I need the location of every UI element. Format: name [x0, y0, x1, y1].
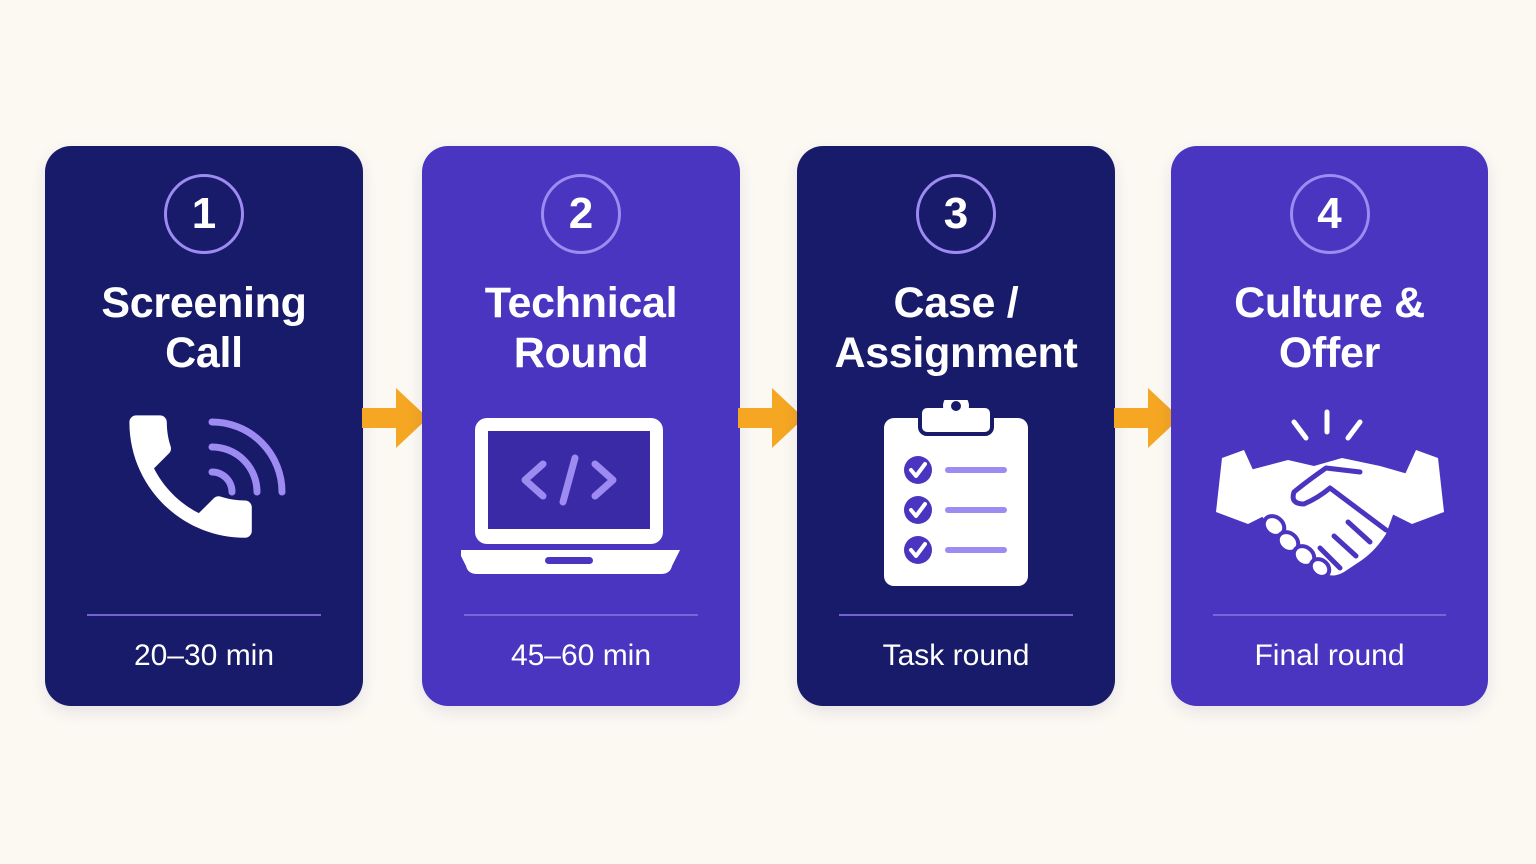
step-card-technical-round: 2 Technical Round 45–60 min [422, 146, 740, 706]
step-title-line: Case / [893, 279, 1019, 327]
arrow-right-icon [1114, 388, 1180, 448]
handshake-icon [1215, 409, 1444, 579]
step-title-line: Offer [1278, 329, 1381, 377]
divider [1213, 614, 1446, 616]
step-title: Screening Call [45, 278, 363, 378]
step-duration: 45–60 min [510, 639, 652, 672]
step-title-line: Call [165, 329, 243, 377]
step-card-culture-offer: 4 Culture & Offer Final r [1171, 146, 1488, 706]
arrow-right-icon [362, 388, 428, 448]
step-duration: Final round [1254, 639, 1405, 672]
step-title: Culture & Offer [1171, 278, 1488, 378]
step-title: Case / Assignment [797, 278, 1115, 378]
divider [464, 614, 698, 616]
phone-icon [129, 415, 286, 538]
step-duration: Task round [882, 639, 1030, 672]
divider [87, 614, 321, 616]
step-title-line: Culture & [1234, 279, 1425, 327]
step-title-line: Technical [484, 279, 678, 327]
step-number-badge: 4 [1289, 174, 1370, 254]
divider [839, 614, 1073, 616]
step-title-line: Screening [101, 279, 307, 327]
step-title-line: Assignment [834, 329, 1078, 377]
laptop-code-icon [461, 418, 680, 574]
step-number-badge: 1 [164, 174, 244, 254]
step-duration: 20–30 min [133, 639, 275, 672]
step-title-line: Round [513, 329, 649, 377]
step-number-badge: 3 [916, 174, 996, 254]
clipboard-checklist-icon [884, 400, 1028, 586]
arrow-right-icon [738, 388, 804, 448]
step-card-case-assignment: 3 Case / Assignment Task round [797, 146, 1115, 706]
step-title: Technical Round [422, 278, 740, 378]
step-card-screening-call: 1 Screening Call 20–30 min [45, 146, 363, 706]
step-number-badge: 2 [541, 174, 621, 254]
